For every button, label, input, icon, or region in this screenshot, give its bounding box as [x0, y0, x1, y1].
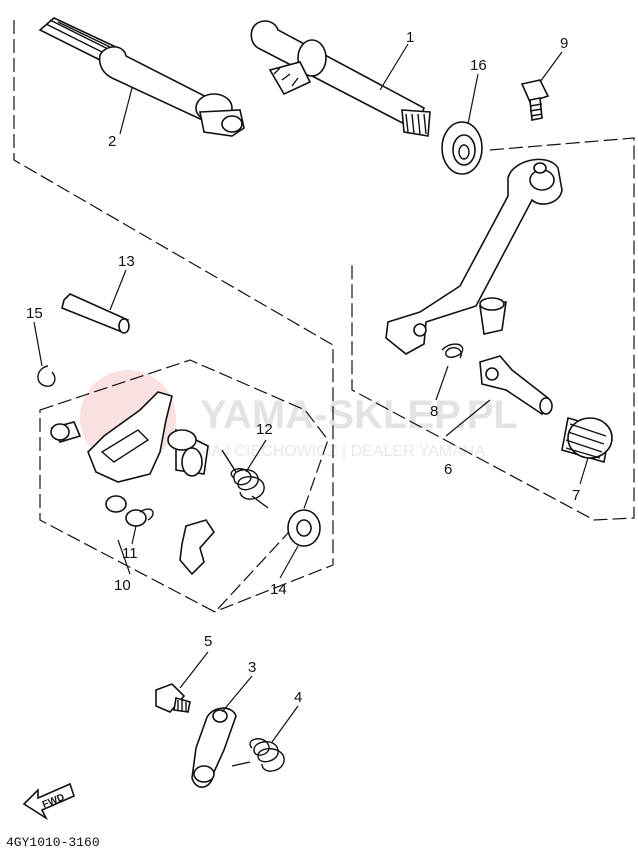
shift-pedal-group-outline: [351, 137, 635, 521]
leader-9: [539, 51, 563, 83]
leader-7: [579, 457, 589, 485]
bolt-part-9: [520, 79, 550, 121]
stopper-lever-part-3: [191, 707, 237, 788]
fwd-arrow: FWD: [22, 782, 75, 821]
shift-lever-assembly-part-10: [50, 391, 216, 576]
leader-13: [109, 269, 127, 311]
clip-part-8: [441, 343, 464, 359]
leader-15: [33, 321, 43, 367]
callout-13: 13: [118, 253, 135, 270]
diagram-code: 4GY1010-3160: [6, 835, 100, 850]
callout-2: 2: [108, 133, 116, 150]
callout-1: 1: [406, 29, 414, 46]
callout-9: 9: [560, 35, 568, 52]
spring-part-12: [221, 449, 269, 509]
spring-part-4: [231, 738, 285, 772]
washer-part-14: [287, 509, 321, 547]
leader-5: [179, 651, 209, 689]
leader-8: [435, 365, 449, 401]
leader-1: [379, 43, 409, 91]
shift-shaft-group-outline: [13, 20, 334, 613]
leader-14: [279, 545, 299, 579]
leader-11: [131, 525, 137, 545]
pedal-pivot: [479, 355, 553, 416]
callout-8: 8: [430, 403, 438, 420]
bolt-part-5: [155, 683, 191, 713]
leader-16: [467, 73, 479, 125]
pedal-rubber-part-7: [561, 416, 613, 464]
leader-3: [221, 675, 253, 713]
callout-4: 4: [294, 689, 302, 706]
leader-12: [245, 439, 267, 473]
callout-16: 16: [470, 57, 487, 74]
callout-7: 7: [572, 487, 580, 504]
callout-11: 11: [122, 545, 138, 562]
callout-15: 15: [26, 305, 43, 322]
leader-lines: [33, 43, 589, 743]
shift-shaft-part-2: [38, 17, 245, 137]
circlip-part-15: [37, 365, 56, 387]
callouts: 1 2 3 4 5 6 7 8 9 10 11 12 13 14 15 16: [26, 29, 580, 706]
callout-5: 5: [204, 633, 212, 650]
leader-6: [445, 399, 491, 437]
pin-part-13: [61, 293, 130, 334]
callout-14: 14: [270, 581, 287, 598]
oil-seal-part-16: [441, 121, 483, 175]
leader-2: [119, 87, 133, 135]
shift-shaft-part-1: [250, 20, 431, 137]
watermark-brand: YAMA-SKLEP.PL: [200, 393, 518, 437]
lever-assembly-outline: [39, 359, 329, 613]
watermark-tagline: MAJ CIECHOWICZ | DEALER YAMAHA: [198, 443, 485, 460]
leader-4: [271, 705, 299, 743]
callout-10: 10: [114, 577, 131, 594]
callout-3: 3: [248, 659, 256, 676]
callout-12: 12: [256, 421, 273, 438]
leader-10: [117, 539, 131, 575]
callout-6: 6: [444, 461, 452, 478]
shift-pedal-part-6: [385, 158, 563, 355]
